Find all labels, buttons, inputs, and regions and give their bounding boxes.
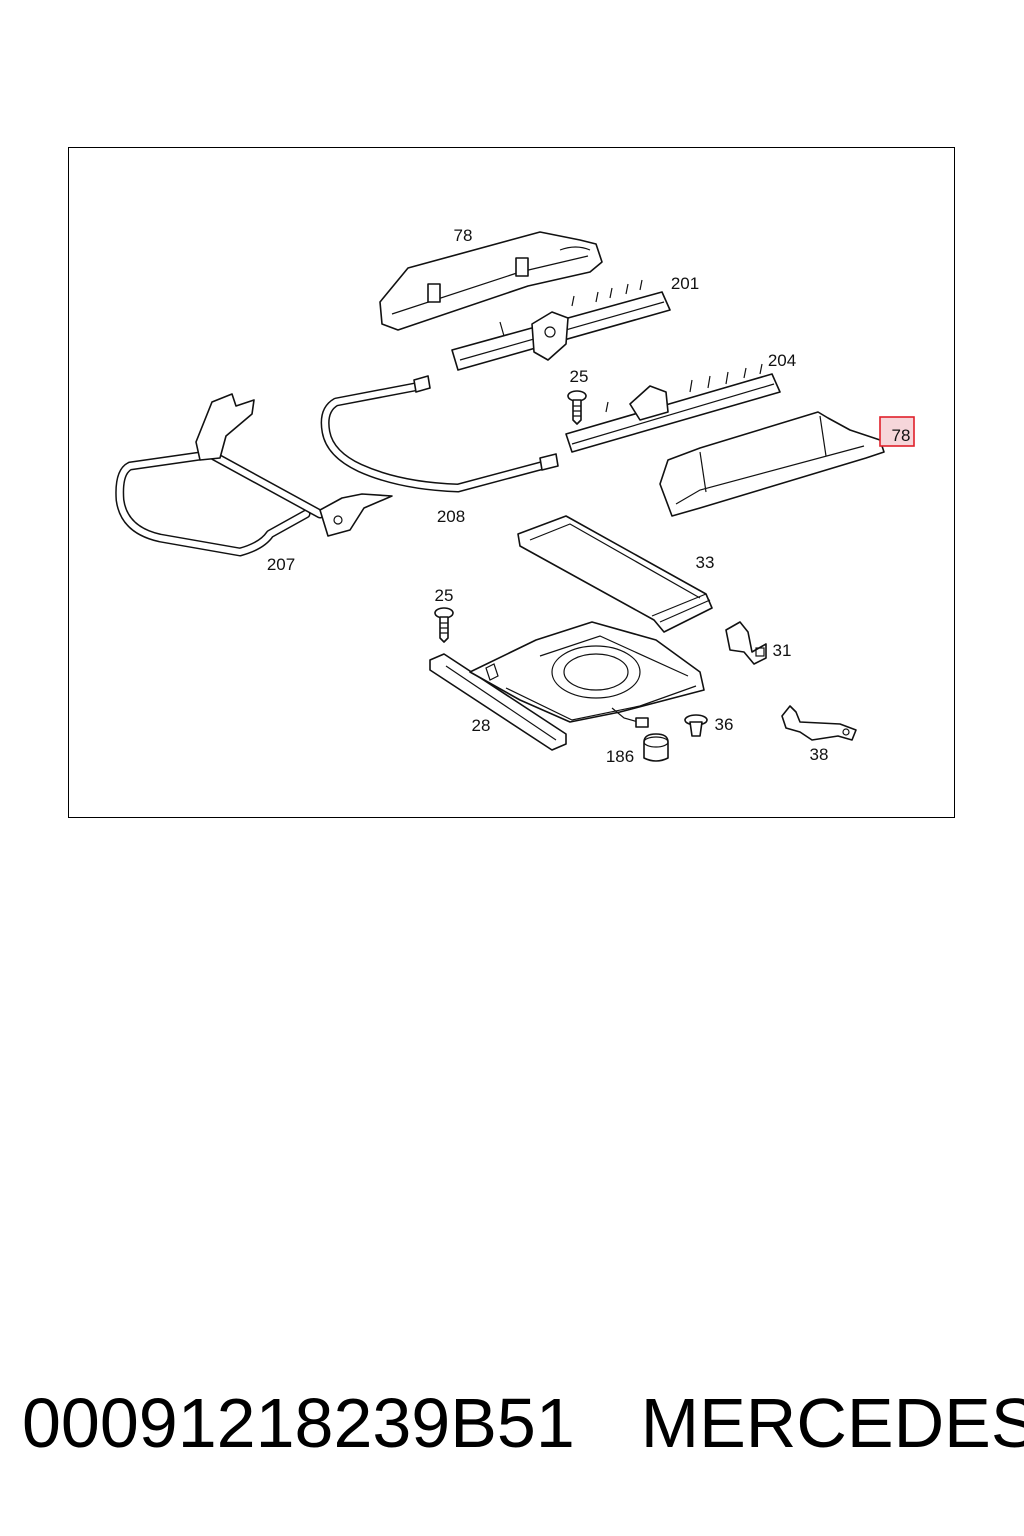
callout-31: 31	[773, 641, 792, 660]
part-25-bolt-mid[interactable]	[434, 607, 454, 643]
part-204-seat-rail[interactable]	[565, 363, 781, 453]
part-186-cap[interactable]	[643, 733, 669, 762]
highlight-box	[879, 416, 915, 447]
part-78-top-cover[interactable]	[379, 231, 603, 331]
footer-caption: 00091218239B51 MERCEDES	[22, 1378, 1024, 1468]
callout-25-mid: 25	[435, 586, 454, 605]
callout-208: 208	[437, 507, 465, 526]
callout-78-top: 78	[454, 226, 473, 245]
callout-207: 207	[267, 555, 295, 574]
callout-201: 201	[671, 274, 699, 293]
callout-33: 33	[696, 553, 715, 572]
callout-25-top: 25	[570, 367, 589, 386]
part-208-tube-frame[interactable]	[320, 375, 559, 493]
brand-name: MERCEDES	[640, 1384, 1024, 1462]
part-25-bolt-top[interactable]	[567, 390, 587, 425]
part-38-bracket[interactable]	[781, 705, 857, 741]
part-number: 00091218239B51	[22, 1384, 575, 1462]
callout-186: 186	[606, 747, 634, 766]
part-33-cushion-plate[interactable]	[517, 515, 713, 633]
part-201-seat-rail[interactable]	[451, 279, 671, 371]
part-28-seat-base[interactable]	[429, 621, 705, 751]
callout-36: 36	[715, 715, 734, 734]
callout-28: 28	[472, 716, 491, 735]
part-36-fastener[interactable]	[684, 714, 708, 737]
exploded-parts-diagram: 78 201 204 25 78 208 207 33 25 31 28 36 …	[115, 226, 915, 766]
part-207-tube-frame[interactable]	[115, 393, 393, 557]
callout-204: 204	[768, 351, 796, 370]
callout-78-side: 78	[892, 426, 911, 445]
part-31-clip[interactable]	[725, 621, 767, 665]
diagram-frame	[68, 147, 955, 818]
callout-38: 38	[810, 745, 829, 764]
part-78-side-cover[interactable]	[659, 411, 885, 517]
